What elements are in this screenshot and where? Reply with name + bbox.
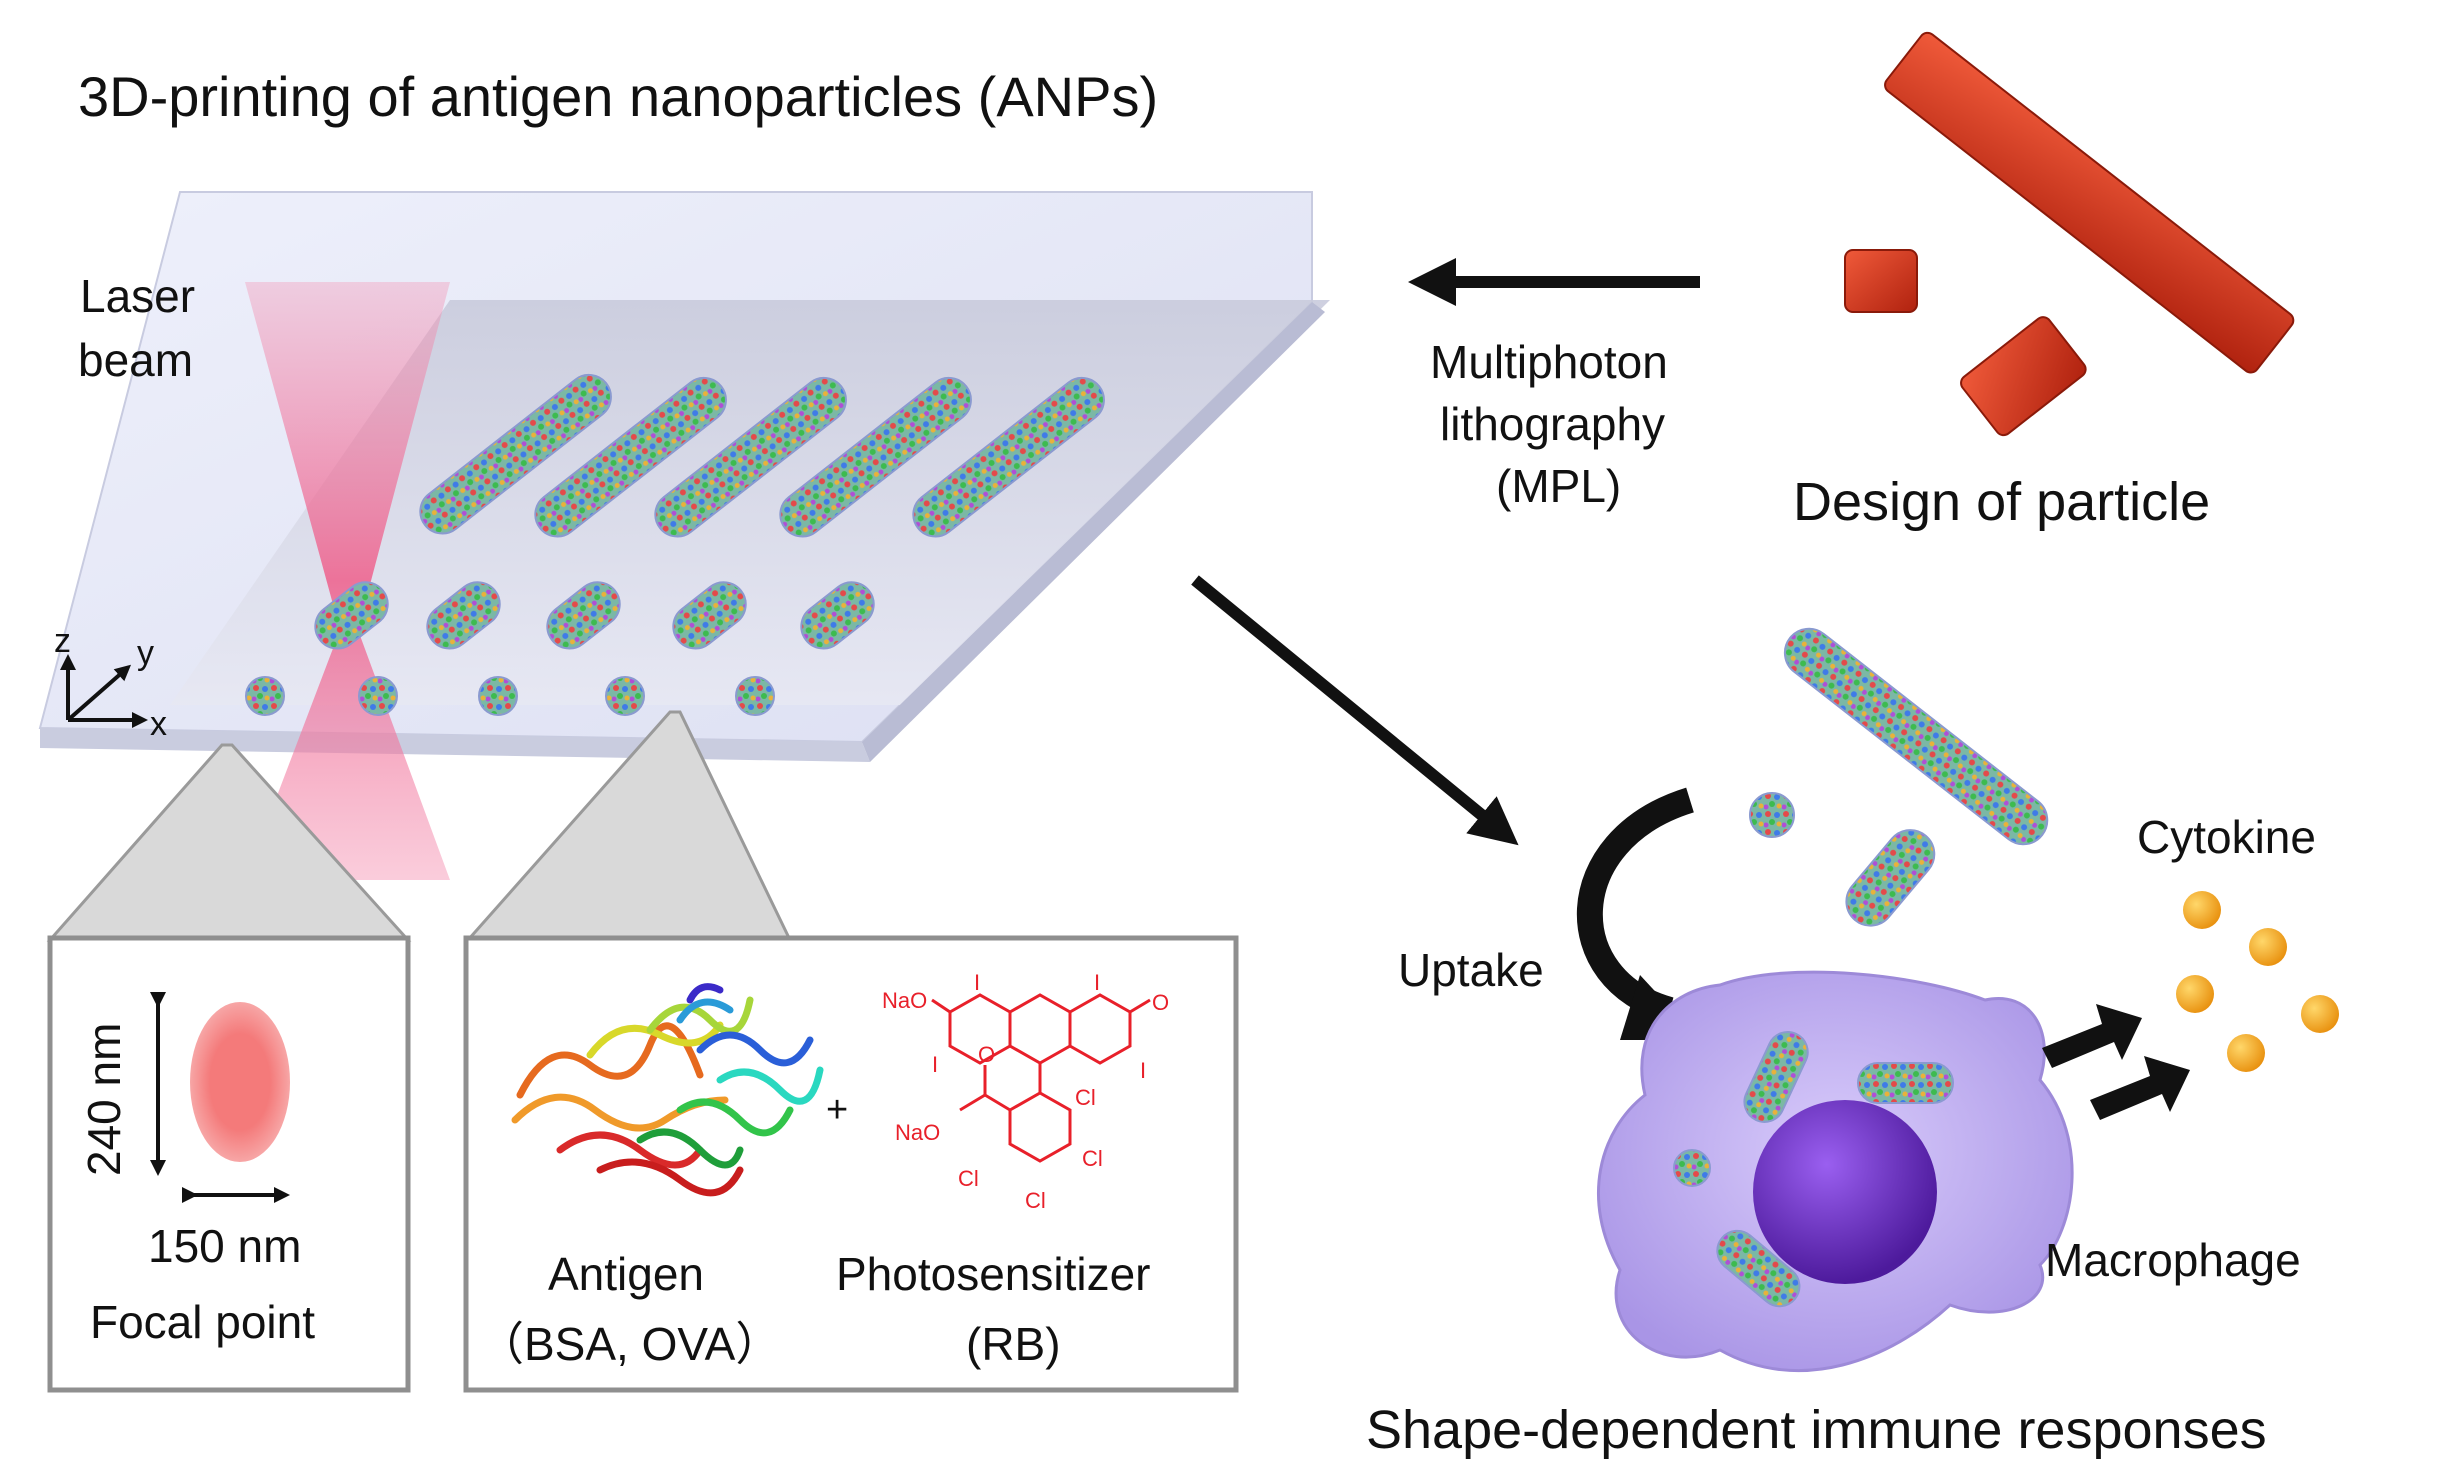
mpl-label-line1: Multiphoton	[1430, 336, 1668, 388]
long-rod-particle	[534, 376, 727, 538]
long-rod-particle	[654, 376, 847, 538]
free-particles	[1749, 627, 2049, 927]
focal-point-panel	[47, 935, 411, 1393]
cytokines	[2176, 891, 2339, 1072]
macrophage-label: Macrophage	[2045, 1234, 2301, 1286]
chem-cl-4: Cl	[1025, 1188, 1046, 1213]
free-long-rod	[1783, 627, 2049, 846]
chem-nao-top: NaO	[882, 988, 927, 1013]
secretion-arrows	[2042, 1004, 2190, 1120]
chem-cl-1: Cl	[1075, 1085, 1096, 1110]
chem-o-ketone: O	[978, 1042, 995, 1067]
short-rod-particle	[800, 581, 875, 650]
chem-o-top: O	[1152, 990, 1169, 1015]
sphere-particle	[245, 676, 285, 716]
cytokine-dot	[2183, 891, 2221, 929]
focal-spot	[190, 1002, 290, 1162]
short-rod-particle	[426, 581, 501, 650]
cytokine-dot	[2176, 975, 2214, 1013]
sphere-particle	[478, 676, 518, 716]
chem-cl-3: Cl	[958, 1166, 979, 1191]
response-arrow	[1191, 575, 1519, 846]
chem-i-top-right: I	[1094, 970, 1100, 995]
long-rod-particle	[779, 376, 972, 538]
cytokine-dot	[2249, 928, 2287, 966]
photosensitizer-subtitle: (RB)	[966, 1318, 1061, 1370]
uptake-label: Uptake	[1398, 944, 1544, 996]
title: 3D-printing of antigen nanoparticles (AN…	[78, 65, 1158, 128]
photosensitizer-title: Photosensitizer	[836, 1248, 1151, 1300]
sphere-particle	[358, 676, 398, 716]
glass-substrate	[38, 191, 1330, 762]
internalized-particles	[1673, 1031, 1954, 1308]
cytokine-dot	[2301, 995, 2339, 1033]
photosensitizer-structure	[931, 993, 1151, 1163]
mpl-label-line2: lithography	[1440, 398, 1665, 450]
materials-panel: + I I I I NaO O O NaO Cl Cl Cl Cl	[463, 935, 1239, 1393]
axis-x-label: x	[150, 705, 167, 743]
focal-height-label: 240 nm	[78, 1023, 130, 1176]
designed-long-rod	[1884, 31, 2295, 374]
long-rod-particle	[912, 376, 1105, 538]
chem-i-left: I	[932, 1052, 938, 1077]
chem-i-right: I	[1140, 1058, 1146, 1083]
design-label: Design of particle	[1793, 472, 2210, 532]
laser-beam	[245, 282, 450, 880]
printed-particles	[245, 373, 1105, 716]
axis-z-label: z	[54, 622, 71, 660]
focal-width-label: 150 nm	[148, 1220, 301, 1272]
free-short-rod	[1845, 829, 1936, 927]
plus-sign: +	[826, 1089, 848, 1131]
short-rod-particle	[672, 581, 747, 650]
sphere-particle	[735, 676, 775, 716]
nucleus	[1753, 1100, 1937, 1284]
laser-label-line2: beam	[78, 334, 193, 386]
immune-response-label: Shape-dependent immune responses	[1366, 1400, 2267, 1460]
free-sphere	[1749, 792, 1795, 838]
axis-y-label: y	[137, 634, 154, 672]
chem-nao-bottom: NaO	[895, 1120, 940, 1145]
sphere-particle	[605, 676, 645, 716]
short-rod-particle	[546, 581, 621, 650]
designed-particles	[1844, 31, 2295, 437]
antigen-subtitle: （BSA, OVA）	[478, 1318, 781, 1370]
chem-i-top-left: I	[974, 970, 980, 995]
antigen-protein-structure	[511, 983, 824, 1197]
cytokine-dot	[2227, 1034, 2265, 1072]
laser-label-line1: Laser	[80, 270, 195, 322]
short-rod-particle	[314, 581, 389, 650]
designed-cube	[1844, 249, 1918, 313]
cytokine-label: Cytokine	[2137, 811, 2316, 863]
mpl-label-line3: (MPL)	[1496, 460, 1621, 512]
focal-caption: Focal point	[90, 1296, 315, 1348]
antigen-title: Antigen	[548, 1248, 704, 1300]
chem-cl-2: Cl	[1082, 1146, 1103, 1171]
axis-indicator	[60, 654, 148, 728]
long-rod-particle	[419, 373, 612, 535]
designed-short-rod	[1960, 316, 2087, 437]
uptake-arrow	[1577, 787, 1695, 1023]
